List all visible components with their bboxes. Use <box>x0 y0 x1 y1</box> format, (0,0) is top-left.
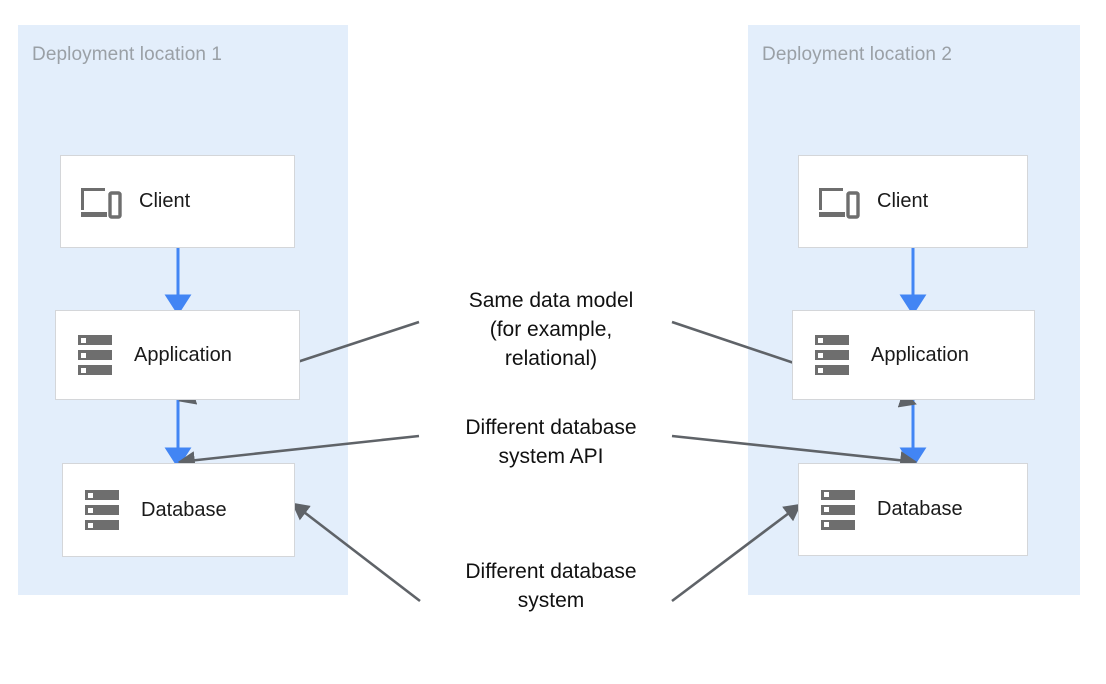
server-icon <box>799 489 877 530</box>
node-application-location-1[interactable]: Application <box>55 310 300 400</box>
node-label: Client <box>139 190 191 212</box>
node-application-location-2[interactable]: Application <box>792 310 1035 400</box>
node-database-location-2[interactable]: Database <box>798 463 1028 556</box>
server-icon <box>793 335 871 375</box>
server-icon <box>63 490 141 530</box>
deployment-location-1-title: Deployment location 1 <box>32 44 223 65</box>
node-client-location-2[interactable]: Client <box>798 155 1028 248</box>
node-label: Application <box>871 343 969 366</box>
node-label: Database <box>877 498 963 520</box>
annotation-same-data-model: Same data model (for example, relational… <box>468 289 634 370</box>
node-label: Database <box>141 498 227 521</box>
annotation-different-database-system: Different database system <box>465 560 637 612</box>
annotation-different-database-system-api: Different database system API <box>465 416 637 468</box>
node-database-location-1[interactable]: Database <box>62 463 295 557</box>
devices-icon <box>61 185 139 219</box>
server-icon <box>56 335 134 375</box>
deployment-location-2-title: Deployment location 2 <box>762 44 953 65</box>
node-label: Client <box>877 190 929 212</box>
node-label: Application <box>134 343 232 366</box>
devices-icon <box>799 185 877 219</box>
node-client-location-1[interactable]: Client <box>60 155 295 248</box>
